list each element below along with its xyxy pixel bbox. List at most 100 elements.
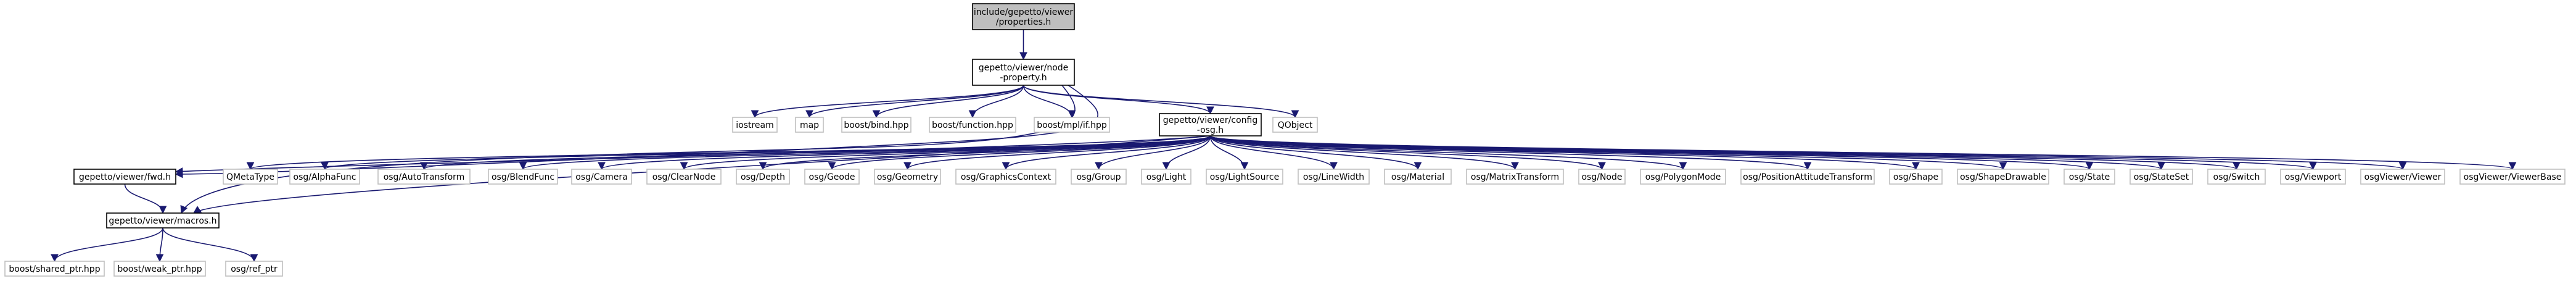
node-box <box>1889 169 1943 185</box>
node-osg-lightsource: osg/LightSource <box>1206 169 1283 185</box>
node-label: osg/AutoTransform <box>384 172 465 182</box>
edge-macros-to-boost-weak-ptr <box>155 227 164 262</box>
node-box <box>1957 169 2049 185</box>
node-osg-graphicscontext: osg/GraphicsContext <box>955 169 1056 185</box>
node-osg-node: osg/Node <box>1578 169 1626 185</box>
edge-node-property-to-iostream <box>751 85 1024 119</box>
node-label: osg/Camera <box>575 172 627 182</box>
node-label: osg/Depth <box>741 172 785 182</box>
edge-config-osg-to-osg-autotransform <box>420 135 1211 170</box>
node-label: osg/StateSet <box>2134 172 2189 182</box>
node-fwd[interactable]: gepetto/viewer/fwd.h <box>73 169 176 185</box>
edge-config-osg-to-osg-graphicscontext <box>1002 135 1211 170</box>
node-label: /properties.h <box>996 17 1051 27</box>
node-box <box>2207 169 2266 185</box>
edge-config-osg-to-osg-depth <box>759 135 1211 170</box>
nodes-layer: include/gepetto/viewer/properties.h gepet… <box>4 3 2566 277</box>
node-label: boost/weak_ptr.hpp <box>117 264 202 274</box>
node-box <box>874 169 941 185</box>
node-osg-state: osg/State <box>2064 169 2115 185</box>
node-box <box>1466 169 1564 185</box>
edge-config-osg-to-osg-geometry <box>903 135 1211 170</box>
node-label: osg/Geode <box>809 172 855 182</box>
node-node-property[interactable]: gepetto/viewer/node-property.h <box>972 59 1075 86</box>
node-label: gepetto/viewer/fwd.h <box>79 172 171 182</box>
node-qmetatype: QMetaType <box>223 169 278 185</box>
node-osg-geometry: osg/Geometry <box>874 169 941 185</box>
edge-config-osg-to-osg-geode <box>828 135 1211 170</box>
node-label: osg/ref_ptr <box>231 264 278 274</box>
edge-config-osg-to-osg-group <box>1095 135 1211 170</box>
node-boost-bind: boost/bind.hpp <box>841 117 911 133</box>
edge-config-osg-to-osg-matrixtransform <box>1209 135 1519 170</box>
edge-config-osg-to-osgviewer-viewer <box>1209 135 2406 170</box>
node-osg-autotransform: osg/AutoTransform <box>377 169 471 185</box>
node-osg-linewidth: osg/LineWidth <box>1298 169 1370 185</box>
node-osg-switch: osg/Switch <box>2207 169 2266 185</box>
node-osg-polygonmode: osg/PolygonMode <box>1640 169 1726 185</box>
node-box <box>2280 169 2346 185</box>
node-box <box>1034 117 1110 133</box>
node-box <box>289 169 360 185</box>
node-root[interactable]: include/gepetto/viewer/properties.h <box>972 3 1075 30</box>
edge-node-property-to-boost-mpl-if <box>1023 85 1076 119</box>
node-label: boost/mpl/if.hpp <box>1037 120 1107 130</box>
node-macros[interactable]: gepetto/viewer/macros.h <box>106 212 220 229</box>
node-osg-stateset: osg/StateSet <box>2130 169 2193 185</box>
node-label: osg/LightSource <box>1210 172 1280 182</box>
node-box <box>377 169 471 185</box>
node-label: osg/MatrixTransform <box>1471 172 1559 182</box>
edge-node-property-to-qobject <box>1023 85 1299 119</box>
node-qobject: QObject <box>1272 117 1318 133</box>
node-iostream: iostream <box>732 117 778 133</box>
node-osg-alphafunc: osg/AlphaFunc <box>289 169 360 185</box>
node-label: iostream <box>736 120 774 130</box>
node-box <box>1141 169 1191 185</box>
node-label: gepetto/viewer/config <box>1163 115 1257 125</box>
node-box <box>841 117 911 133</box>
node-label: boost/bind.hpp <box>844 120 908 130</box>
node-box <box>1640 169 1726 185</box>
node-label: gepetto/viewer/macros.h <box>109 216 216 226</box>
node-osg-shapedrawable: osg/ShapeDrawable <box>1957 169 2049 185</box>
edge-config-osg-to-osg-clearnode <box>680 135 1211 170</box>
node-osg-blendfunc: osg/BlendFunc <box>488 169 558 185</box>
node-box <box>2360 169 2445 185</box>
node-label: osg/GraphicsContext <box>961 172 1051 182</box>
node-label: osg/LineWidth <box>1303 172 1364 182</box>
node-label: -property.h <box>1000 73 1047 83</box>
node-box <box>223 169 278 185</box>
node-label: osg/State <box>2069 172 2110 182</box>
node-boost-mpl-if: boost/mpl/if.hpp <box>1034 117 1110 133</box>
node-label: osg/PositionAttitudeTransform <box>1743 172 1872 182</box>
node-label: boost/function.hpp <box>932 120 1013 130</box>
node-box <box>1578 169 1626 185</box>
edges-layer <box>51 30 2516 262</box>
edge-macros-to-boost-shared-ptr <box>51 227 163 262</box>
node-box <box>646 169 722 185</box>
node-osg-pat: osg/PositionAttitudeTransform <box>1740 169 1875 185</box>
node-label: include/gepetto/viewer <box>974 7 1074 17</box>
edge-config-osg-to-osg-viewport <box>1209 135 2317 170</box>
edge-config-osg-to-osg-lightsource <box>1209 135 1249 170</box>
node-box <box>1384 169 1452 185</box>
node-osg-clearnode: osg/ClearNode <box>646 169 722 185</box>
edge-config-osg-to-osg-node <box>1209 135 1606 170</box>
node-osgviewer-viewerbase: osgViewer/ViewerBase <box>2459 169 2566 185</box>
node-osgviewer-viewer: osgViewer/Viewer <box>2360 169 2445 185</box>
node-osg-geode: osg/Geode <box>804 169 860 185</box>
node-config-osg[interactable]: gepetto/viewer/config-osg.h <box>1159 113 1262 136</box>
node-box <box>1272 117 1318 133</box>
edge-config-osg-to-fwd <box>175 135 1211 175</box>
node-box <box>972 3 1075 30</box>
node-label: osg/Node <box>1581 172 1622 182</box>
node-label: map <box>800 120 819 130</box>
node-osg-light: osg/Light <box>1141 169 1191 185</box>
edge-config-osg-to-osg-pat <box>1209 135 1811 170</box>
node-label: osg/PolygonMode <box>1645 172 1721 182</box>
node-label: boost/shared_ptr.hpp <box>9 264 100 274</box>
edge-config-osg-to-osgviewer-viewerbase <box>1209 135 2516 170</box>
node-box <box>1740 169 1875 185</box>
edge-config-osg-to-osg-stateset <box>1209 135 2165 170</box>
